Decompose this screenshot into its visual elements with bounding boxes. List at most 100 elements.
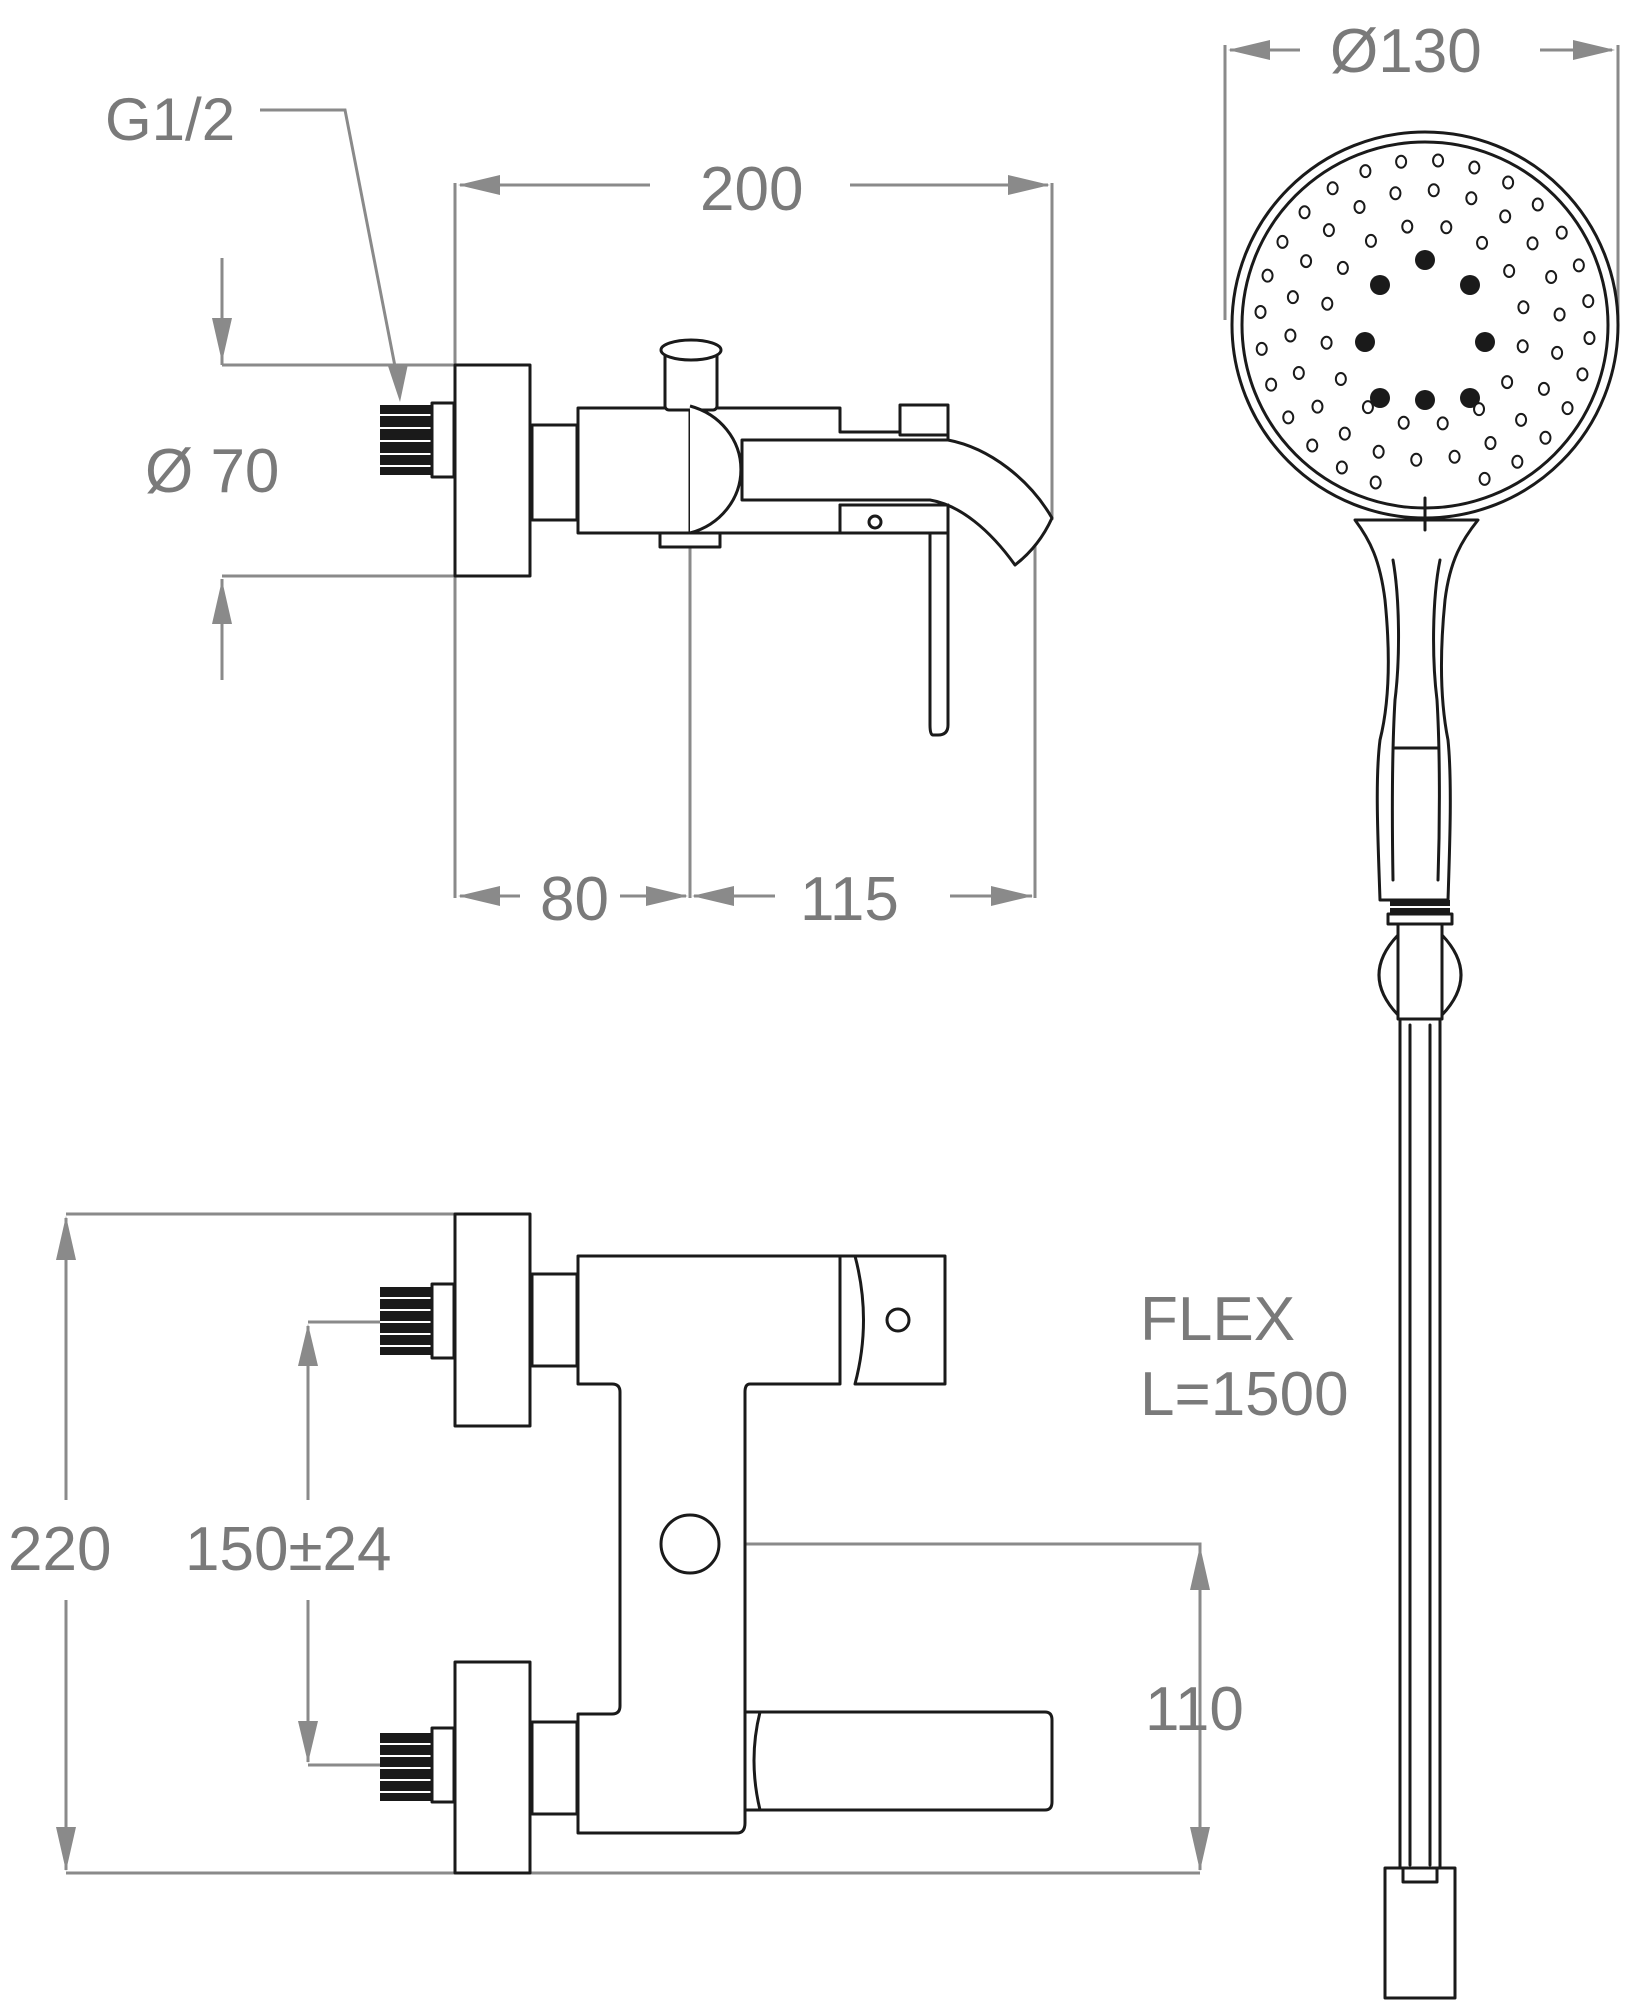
nozzle	[1515, 412, 1528, 427]
nozzle	[1306, 438, 1319, 453]
nozzle	[1335, 460, 1348, 475]
thread-label: G1/2	[105, 86, 235, 153]
nozzle	[1511, 454, 1524, 469]
nozzle	[1526, 236, 1539, 251]
nozzle	[1254, 304, 1267, 319]
diverter-height-label: 110	[1145, 1675, 1244, 1744]
nozzle	[1448, 449, 1461, 464]
nozzle	[1553, 307, 1566, 322]
nozzle	[1555, 225, 1568, 240]
nozzle	[1415, 390, 1435, 410]
nozzle	[1473, 402, 1486, 417]
nozzle	[1502, 175, 1515, 190]
nozzle	[1276, 234, 1289, 249]
nozzle	[1517, 300, 1530, 315]
nozzle	[1397, 415, 1410, 430]
nozzle	[1364, 233, 1377, 248]
spout-top	[743, 1710, 1054, 1812]
nozzle	[1468, 160, 1481, 175]
nozzle	[1478, 471, 1491, 486]
nozzle	[1484, 436, 1497, 451]
head-diameter-label: Ø130	[1330, 17, 1482, 86]
nozzle	[1370, 275, 1390, 295]
nozzle	[1370, 388, 1390, 408]
nozzle	[1427, 183, 1440, 198]
length-to-outlet-label: 80	[540, 865, 609, 934]
wall-flange	[453, 363, 532, 578]
nozzle	[1372, 444, 1385, 459]
nozzle	[1545, 269, 1558, 284]
overall-length-label: 200	[700, 155, 803, 224]
hose-name-label: FLEX	[1140, 1285, 1295, 1354]
shower-head	[1230, 130, 1620, 520]
nozzle	[1503, 263, 1516, 278]
nozzle	[1561, 401, 1574, 416]
nozzle	[1499, 209, 1512, 224]
nozzle	[1326, 181, 1339, 196]
nozzle	[1322, 223, 1335, 238]
nozzle	[1336, 260, 1349, 275]
nozzle	[1436, 416, 1449, 431]
nozzle	[1465, 191, 1478, 206]
nozzle	[1282, 410, 1295, 425]
nozzle	[1440, 220, 1453, 235]
nozzle	[1475, 332, 1495, 352]
total-height-label: 220	[8, 1515, 111, 1584]
hose-length-label: L=1500	[1140, 1360, 1349, 1429]
front-view-dimensions	[56, 1212, 1210, 1875]
nozzle	[1576, 367, 1589, 382]
nozzle	[1353, 199, 1366, 214]
nozzle	[1460, 388, 1480, 408]
side-view	[212, 108, 1054, 906]
nozzle	[1300, 254, 1313, 269]
nozzle	[1320, 335, 1333, 350]
nozzle	[1361, 400, 1374, 415]
nozzle	[1284, 328, 1297, 343]
nozzle	[1415, 250, 1435, 270]
nozzle	[1261, 268, 1274, 283]
top-flange	[453, 1212, 532, 1428]
nozzle	[1265, 377, 1278, 392]
nozzle	[1338, 426, 1351, 441]
nozzle-pattern	[1254, 153, 1596, 490]
shower-holder	[1396, 922, 1444, 1021]
shower-dimensions	[1223, 40, 1620, 320]
lever-handle	[928, 503, 950, 737]
nozzle	[1292, 366, 1305, 381]
handle-top	[838, 1254, 947, 1386]
nozzle	[1531, 197, 1544, 212]
hand-shower	[1223, 40, 1620, 2000]
nozzle	[1255, 341, 1268, 356]
connector-nut	[530, 423, 579, 522]
front-view	[56, 1212, 1210, 1875]
top-thread-icon	[380, 1282, 456, 1360]
inlet-spacing-label: 150±24	[185, 1515, 391, 1584]
nozzle	[1551, 345, 1564, 360]
nozzle	[1501, 375, 1514, 390]
nozzle	[1395, 154, 1408, 169]
outlet-to-spout-label: 115	[800, 865, 899, 934]
nozzle	[1539, 430, 1552, 445]
nozzle	[1476, 235, 1489, 250]
nozzle	[1298, 205, 1311, 220]
nozzle	[1359, 164, 1372, 179]
side-view-dimensions	[212, 108, 1054, 906]
nozzle	[1355, 332, 1375, 352]
nozzle	[1410, 452, 1423, 467]
flange-diameter-label: Ø 70	[145, 437, 279, 506]
nozzle	[1334, 372, 1347, 387]
thread-fitting-icon	[380, 401, 456, 479]
nozzle	[1286, 290, 1299, 305]
nozzle	[1516, 339, 1529, 354]
shower-handle	[1353, 518, 1480, 902]
bottom-flange	[453, 1660, 532, 1875]
nozzle	[1369, 475, 1382, 490]
nozzle	[1432, 153, 1445, 168]
nozzle	[1583, 331, 1596, 346]
flex-hose	[1398, 1017, 1442, 1871]
nozzle	[1401, 219, 1414, 234]
nozzle	[1537, 381, 1550, 396]
labels: G1/2 Ø 70 200 80 115 Ø130 220 150±24 110…	[8, 17, 1482, 1744]
nozzle	[1311, 399, 1324, 414]
